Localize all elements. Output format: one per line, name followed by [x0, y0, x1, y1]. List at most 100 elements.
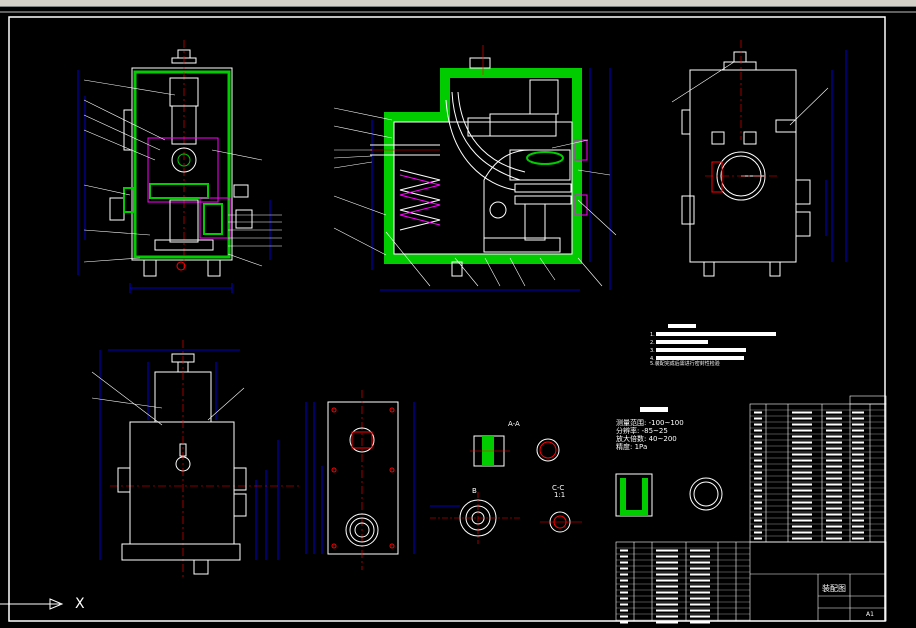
table-cell — [826, 441, 842, 444]
svg-text:3.: 3. — [650, 348, 655, 354]
table-cell — [826, 507, 842, 510]
table-cell — [656, 549, 678, 552]
table-cell — [826, 489, 842, 492]
parts-list-fills — [620, 411, 864, 624]
table-cell — [852, 435, 864, 438]
table-cell — [792, 465, 812, 468]
table-cell — [826, 519, 842, 522]
table-cell — [754, 495, 762, 498]
table-cell — [656, 615, 678, 618]
table-cell — [852, 453, 864, 456]
table-cell — [690, 549, 710, 552]
table-cell — [792, 501, 812, 504]
parts-list-table[interactable] — [615, 395, 887, 622]
table-cell — [754, 507, 762, 510]
table-cell — [792, 459, 812, 462]
table-cell — [754, 453, 762, 456]
table-cell — [690, 585, 710, 588]
table-cell — [690, 561, 710, 564]
table-cell — [826, 477, 842, 480]
table-cell — [792, 453, 812, 456]
table-cell — [852, 537, 864, 540]
table-cell — [792, 417, 812, 420]
table-cell — [754, 471, 762, 474]
table-cell — [620, 549, 628, 552]
table-cell — [754, 411, 762, 414]
table-cell — [792, 429, 812, 432]
table-cell — [792, 537, 812, 540]
table-cell — [754, 537, 762, 540]
table-cell — [826, 459, 842, 462]
table-cell — [754, 531, 762, 534]
table-cell — [826, 537, 842, 540]
title-block-sheet: A1 — [866, 611, 874, 618]
spec-row: 放大倍数: 40~200 — [616, 435, 677, 443]
tech-spec-header — [640, 407, 668, 412]
table-cell — [656, 579, 678, 582]
tech-spec-block: 测量范围: -100~100 分辨率: -85~25 放大倍数: 40~200 … — [616, 419, 684, 451]
svg-text:4.: 4. — [650, 356, 655, 362]
right-side-view[interactable] — [671, 40, 847, 277]
title-bar — [0, 0, 916, 7]
table-cell — [754, 489, 762, 492]
spec-label: 分辨率 — [616, 427, 637, 435]
table-cell — [852, 519, 864, 522]
spec-row: 测量范围: -100~100 — [616, 419, 684, 427]
spec-value: -100~100 — [648, 419, 684, 427]
table-cell — [792, 441, 812, 444]
table-cell — [826, 471, 842, 474]
table-cell — [826, 495, 842, 498]
table-cell — [852, 417, 864, 420]
table-cell — [620, 573, 628, 576]
drawing-border — [8, 16, 886, 622]
table-cell — [826, 531, 842, 534]
section-aa-label: A-A — [508, 420, 520, 428]
front-view[interactable] — [77, 40, 282, 293]
table-cell — [754, 459, 762, 462]
technical-notes: 1. 2. 3. 4. — [650, 324, 776, 362]
table-cell — [620, 621, 628, 624]
table-cell — [852, 531, 864, 534]
table-cell — [656, 603, 678, 606]
table-cell — [792, 435, 812, 438]
table-cell — [754, 477, 762, 480]
table-cell — [852, 525, 864, 528]
table-cell — [620, 585, 628, 588]
table-cell — [826, 435, 842, 438]
table-cell — [754, 465, 762, 468]
table-cell — [826, 453, 842, 456]
table-cell — [754, 501, 762, 504]
table-cell — [754, 423, 762, 426]
table-cell — [656, 585, 678, 588]
table-cell — [620, 579, 628, 582]
table-cell — [690, 597, 710, 600]
table-cell — [792, 513, 812, 516]
table-cell — [852, 495, 864, 498]
table-cell — [826, 513, 842, 516]
table-cell — [754, 435, 762, 438]
table-cell — [690, 555, 710, 558]
spec-row: 精度: 1Pa — [616, 443, 648, 451]
table-cell — [690, 567, 710, 570]
svg-text:2.: 2. — [650, 340, 655, 346]
table-cell — [852, 513, 864, 516]
table-cell — [852, 459, 864, 462]
table-cell — [656, 621, 678, 624]
table-cell — [690, 579, 710, 582]
table-cell — [852, 441, 864, 444]
table-cell — [656, 561, 678, 564]
spec-row: 分辨率: -85~25 — [616, 427, 668, 435]
table-cell — [826, 423, 842, 426]
base-plate-view[interactable] — [305, 390, 415, 570]
table-cell — [620, 567, 628, 570]
ucs-arrow-icon — [0, 598, 64, 610]
detail-sections[interactable] — [430, 435, 723, 544]
table-cell — [690, 621, 710, 624]
top-view[interactable] — [91, 340, 300, 580]
table-cell — [792, 411, 812, 414]
table-cell — [792, 483, 812, 486]
table-cell — [852, 423, 864, 426]
parts-list-rows — [616, 409, 886, 621]
side-section-view[interactable] — [333, 45, 617, 291]
